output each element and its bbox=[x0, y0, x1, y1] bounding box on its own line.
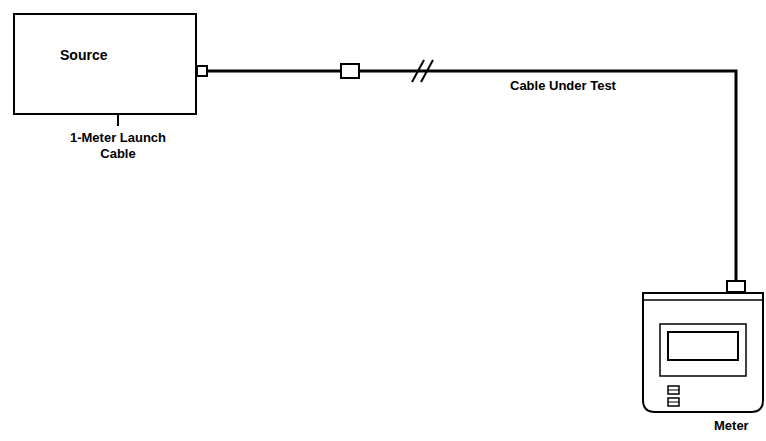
display-frame bbox=[660, 324, 746, 376]
cable-label: 1-Meter Launch Cable bbox=[58, 130, 178, 161]
display-screen bbox=[668, 332, 738, 360]
meter-device: Meter bbox=[642, 292, 765, 440]
meter-button-line bbox=[668, 402, 679, 403]
meter-button bbox=[668, 386, 679, 394]
device-name: Meter bbox=[714, 418, 749, 434]
meter-body bbox=[642, 292, 765, 414]
meter-housing bbox=[643, 293, 763, 412]
cable-label: Cable Under Test bbox=[510, 78, 670, 94]
source-port bbox=[197, 66, 207, 76]
box-title: Source bbox=[60, 47, 187, 64]
meter-trim bbox=[643, 299, 763, 301]
meter-button bbox=[668, 398, 679, 406]
cable-line bbox=[197, 71, 736, 292]
meter-button-line bbox=[668, 390, 679, 391]
source-box: Source bbox=[13, 13, 197, 115]
inline-connector bbox=[341, 64, 359, 78]
cable-connector bbox=[197, 71, 736, 292]
break-mark bbox=[421, 60, 433, 82]
meter-port bbox=[727, 281, 745, 292]
